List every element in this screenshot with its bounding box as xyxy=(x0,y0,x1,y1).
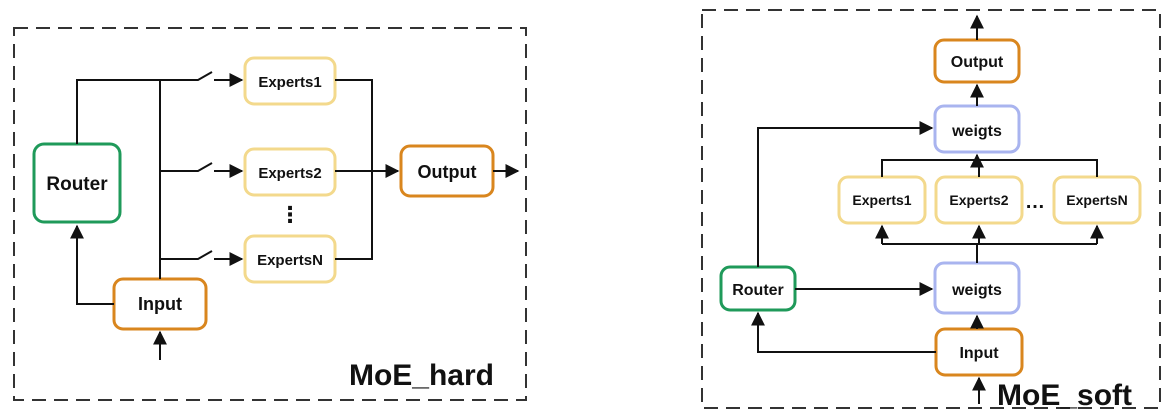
soft-output-node: Output xyxy=(933,38,1021,84)
hard-expert-n-label: ExpertsN xyxy=(257,252,323,269)
soft-weights-bottom-node: weigts xyxy=(933,261,1021,315)
hard-output-node: Output xyxy=(399,144,495,198)
hard-expert-2-node: Experts2 xyxy=(243,147,337,197)
soft-expert-2-label: Experts2 xyxy=(949,192,1008,208)
hard-connections xyxy=(70,71,520,360)
hard-output-label: Output xyxy=(418,162,477,182)
soft-expert-2-node: Experts2 xyxy=(934,175,1024,225)
soft-weights-top-node: weigts xyxy=(933,104,1021,154)
soft-expert-n-label: ExpertsN xyxy=(1066,192,1127,208)
moe-hard-panel: Router Input Experts1 Experts2 ExpertsN … xyxy=(13,27,527,401)
hard-expert-1-label: Experts1 xyxy=(258,74,321,91)
moe-soft-panel: Output weigts Experts1 Experts2 … Expert… xyxy=(701,9,1161,412)
hard-expert-n-node: ExpertsN xyxy=(243,234,337,284)
hard-router-node: Router xyxy=(32,142,122,224)
hard-input-label: Input xyxy=(138,294,182,314)
moe-soft-title: MoE_soft xyxy=(997,379,1132,412)
soft-router-label: Router xyxy=(732,282,784,299)
soft-expert-hdots: … xyxy=(1025,191,1045,213)
soft-expert-1-label: Experts1 xyxy=(852,192,911,208)
hard-expert-1-node: Experts1 xyxy=(243,56,337,106)
soft-input-label: Input xyxy=(959,345,999,362)
soft-expert-n-node: ExpertsN xyxy=(1052,175,1142,225)
hard-router-label: Router xyxy=(46,174,108,195)
moe-hard-title: MoE_hard xyxy=(349,359,494,392)
soft-expert-1-node: Experts1 xyxy=(837,175,927,225)
moe-hard-frame xyxy=(13,27,527,401)
soft-connections xyxy=(751,14,1104,404)
soft-output-label: Output xyxy=(951,54,1004,71)
hard-expert-vdots: ⋮ xyxy=(279,202,301,227)
hard-expert-2-label: Experts2 xyxy=(258,165,321,182)
soft-router-node: Router xyxy=(719,265,797,312)
soft-input-node: Input xyxy=(934,327,1024,377)
soft-weights-top-label: weigts xyxy=(951,123,1002,140)
soft-weights-bottom-label: weigts xyxy=(951,282,1002,299)
hard-input-node: Input xyxy=(112,277,208,331)
moe-soft-frame xyxy=(701,9,1161,409)
